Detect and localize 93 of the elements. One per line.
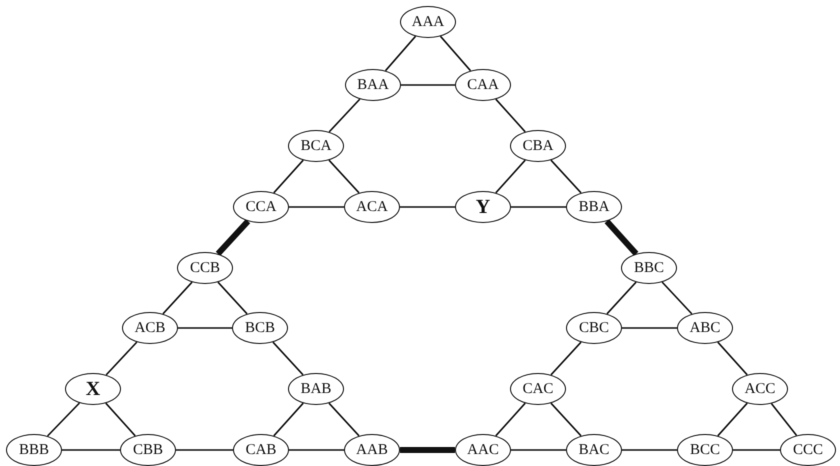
state-ellipse: [566, 191, 622, 223]
state-ellipse: [780, 434, 836, 466]
state-label: ACA: [356, 198, 388, 216]
state-ellipse: [288, 373, 344, 405]
edge-line: [105, 402, 136, 436]
state-label: BAA: [357, 76, 389, 94]
state-label: AAB: [356, 442, 388, 458]
edge-line: [622, 327, 677, 329]
edge-line: [495, 160, 526, 194]
edge-line: [289, 206, 344, 208]
edge-line: [273, 160, 304, 194]
edge-line: [178, 327, 232, 329]
edge-line: [328, 160, 360, 194]
edge-line: [511, 206, 566, 208]
state-ellipse: [400, 6, 456, 38]
state-ellipse: [621, 252, 677, 284]
state-label: BAC: [578, 442, 610, 458]
state-label: CBA: [522, 138, 554, 154]
edge-line: [272, 342, 304, 376]
edge-line: [511, 449, 566, 451]
edge-line: [495, 402, 526, 436]
edge-line: [604, 219, 638, 256]
edge-line: [606, 282, 637, 314]
state-ellipse: [6, 434, 62, 466]
state-ellipse: [65, 373, 121, 405]
state-ellipse: [122, 312, 178, 344]
state-ellipse: [345, 69, 401, 101]
edge-line: [401, 84, 455, 86]
state-label: BAB: [300, 380, 332, 398]
state-label: BCB: [244, 320, 275, 336]
state-label: BBA: [578, 198, 610, 216]
state-ellipse: [120, 434, 176, 466]
edge-line: [328, 98, 360, 132]
edge-line: [717, 402, 748, 436]
edge-line: [550, 402, 582, 436]
state-label: CCC: [792, 442, 823, 458]
edge-line: [176, 449, 233, 451]
state-ellipse: [677, 312, 733, 344]
edge-line: [62, 449, 120, 451]
edge-line: [550, 342, 582, 376]
edge-line: [289, 449, 344, 451]
state-ellipse: [566, 434, 622, 466]
edge-line: [440, 36, 472, 72]
state-label: CCB: [190, 260, 220, 276]
edge-line: [770, 403, 798, 436]
edge-line: [217, 282, 248, 314]
state-label: CBB: [132, 442, 163, 458]
edge-line: [622, 449, 677, 451]
state-label: BBB: [18, 442, 49, 458]
state-ellipse: [233, 434, 289, 466]
edge-line: [384, 36, 416, 72]
edge-line: [328, 402, 360, 436]
state-label: CBC: [578, 320, 609, 336]
state-ellipse: [732, 373, 788, 405]
state-ellipse: [677, 434, 733, 466]
edge-line: [495, 98, 526, 132]
state-ellipse: [455, 191, 511, 223]
state-label: AAA: [412, 14, 444, 30]
edge-line: [216, 219, 250, 256]
state-label: ABC: [690, 320, 720, 336]
edge-line: [733, 449, 780, 451]
state-label: CAB: [246, 442, 276, 458]
state-label: CAA: [467, 76, 499, 94]
state-label: Y: [476, 196, 490, 218]
state-ellipse: [455, 69, 511, 101]
state-ellipse: [510, 130, 566, 162]
edge-line: [273, 402, 304, 436]
state-label: AAC: [467, 442, 499, 458]
edge-line: [400, 206, 455, 208]
edge-line: [550, 160, 582, 194]
state-ellipse: [455, 434, 511, 466]
state-label: BBC: [634, 260, 664, 276]
state-ellipse: [177, 252, 233, 284]
edge-line: [662, 282, 692, 314]
state-label: X: [86, 378, 100, 400]
state-ellipse: [288, 130, 344, 162]
state-ellipse: [344, 434, 400, 466]
state-label: CAC: [522, 380, 554, 398]
state-label: BCA: [300, 138, 332, 154]
state-label: CCA: [246, 198, 276, 216]
state-label: ACC: [744, 380, 776, 398]
state-ellipse: [510, 373, 566, 405]
edge-line: [46, 402, 80, 437]
edge-line: [162, 282, 193, 314]
state-label: BCC: [690, 442, 720, 458]
edge-line: [400, 447, 455, 453]
state-ellipse: [566, 312, 622, 344]
edge-line: [106, 342, 138, 376]
state-label: ACB: [134, 320, 166, 336]
edge-line: [717, 342, 748, 376]
state-ellipse: [233, 191, 289, 223]
state-ellipse: [232, 312, 288, 344]
state-ellipse: [344, 191, 400, 223]
